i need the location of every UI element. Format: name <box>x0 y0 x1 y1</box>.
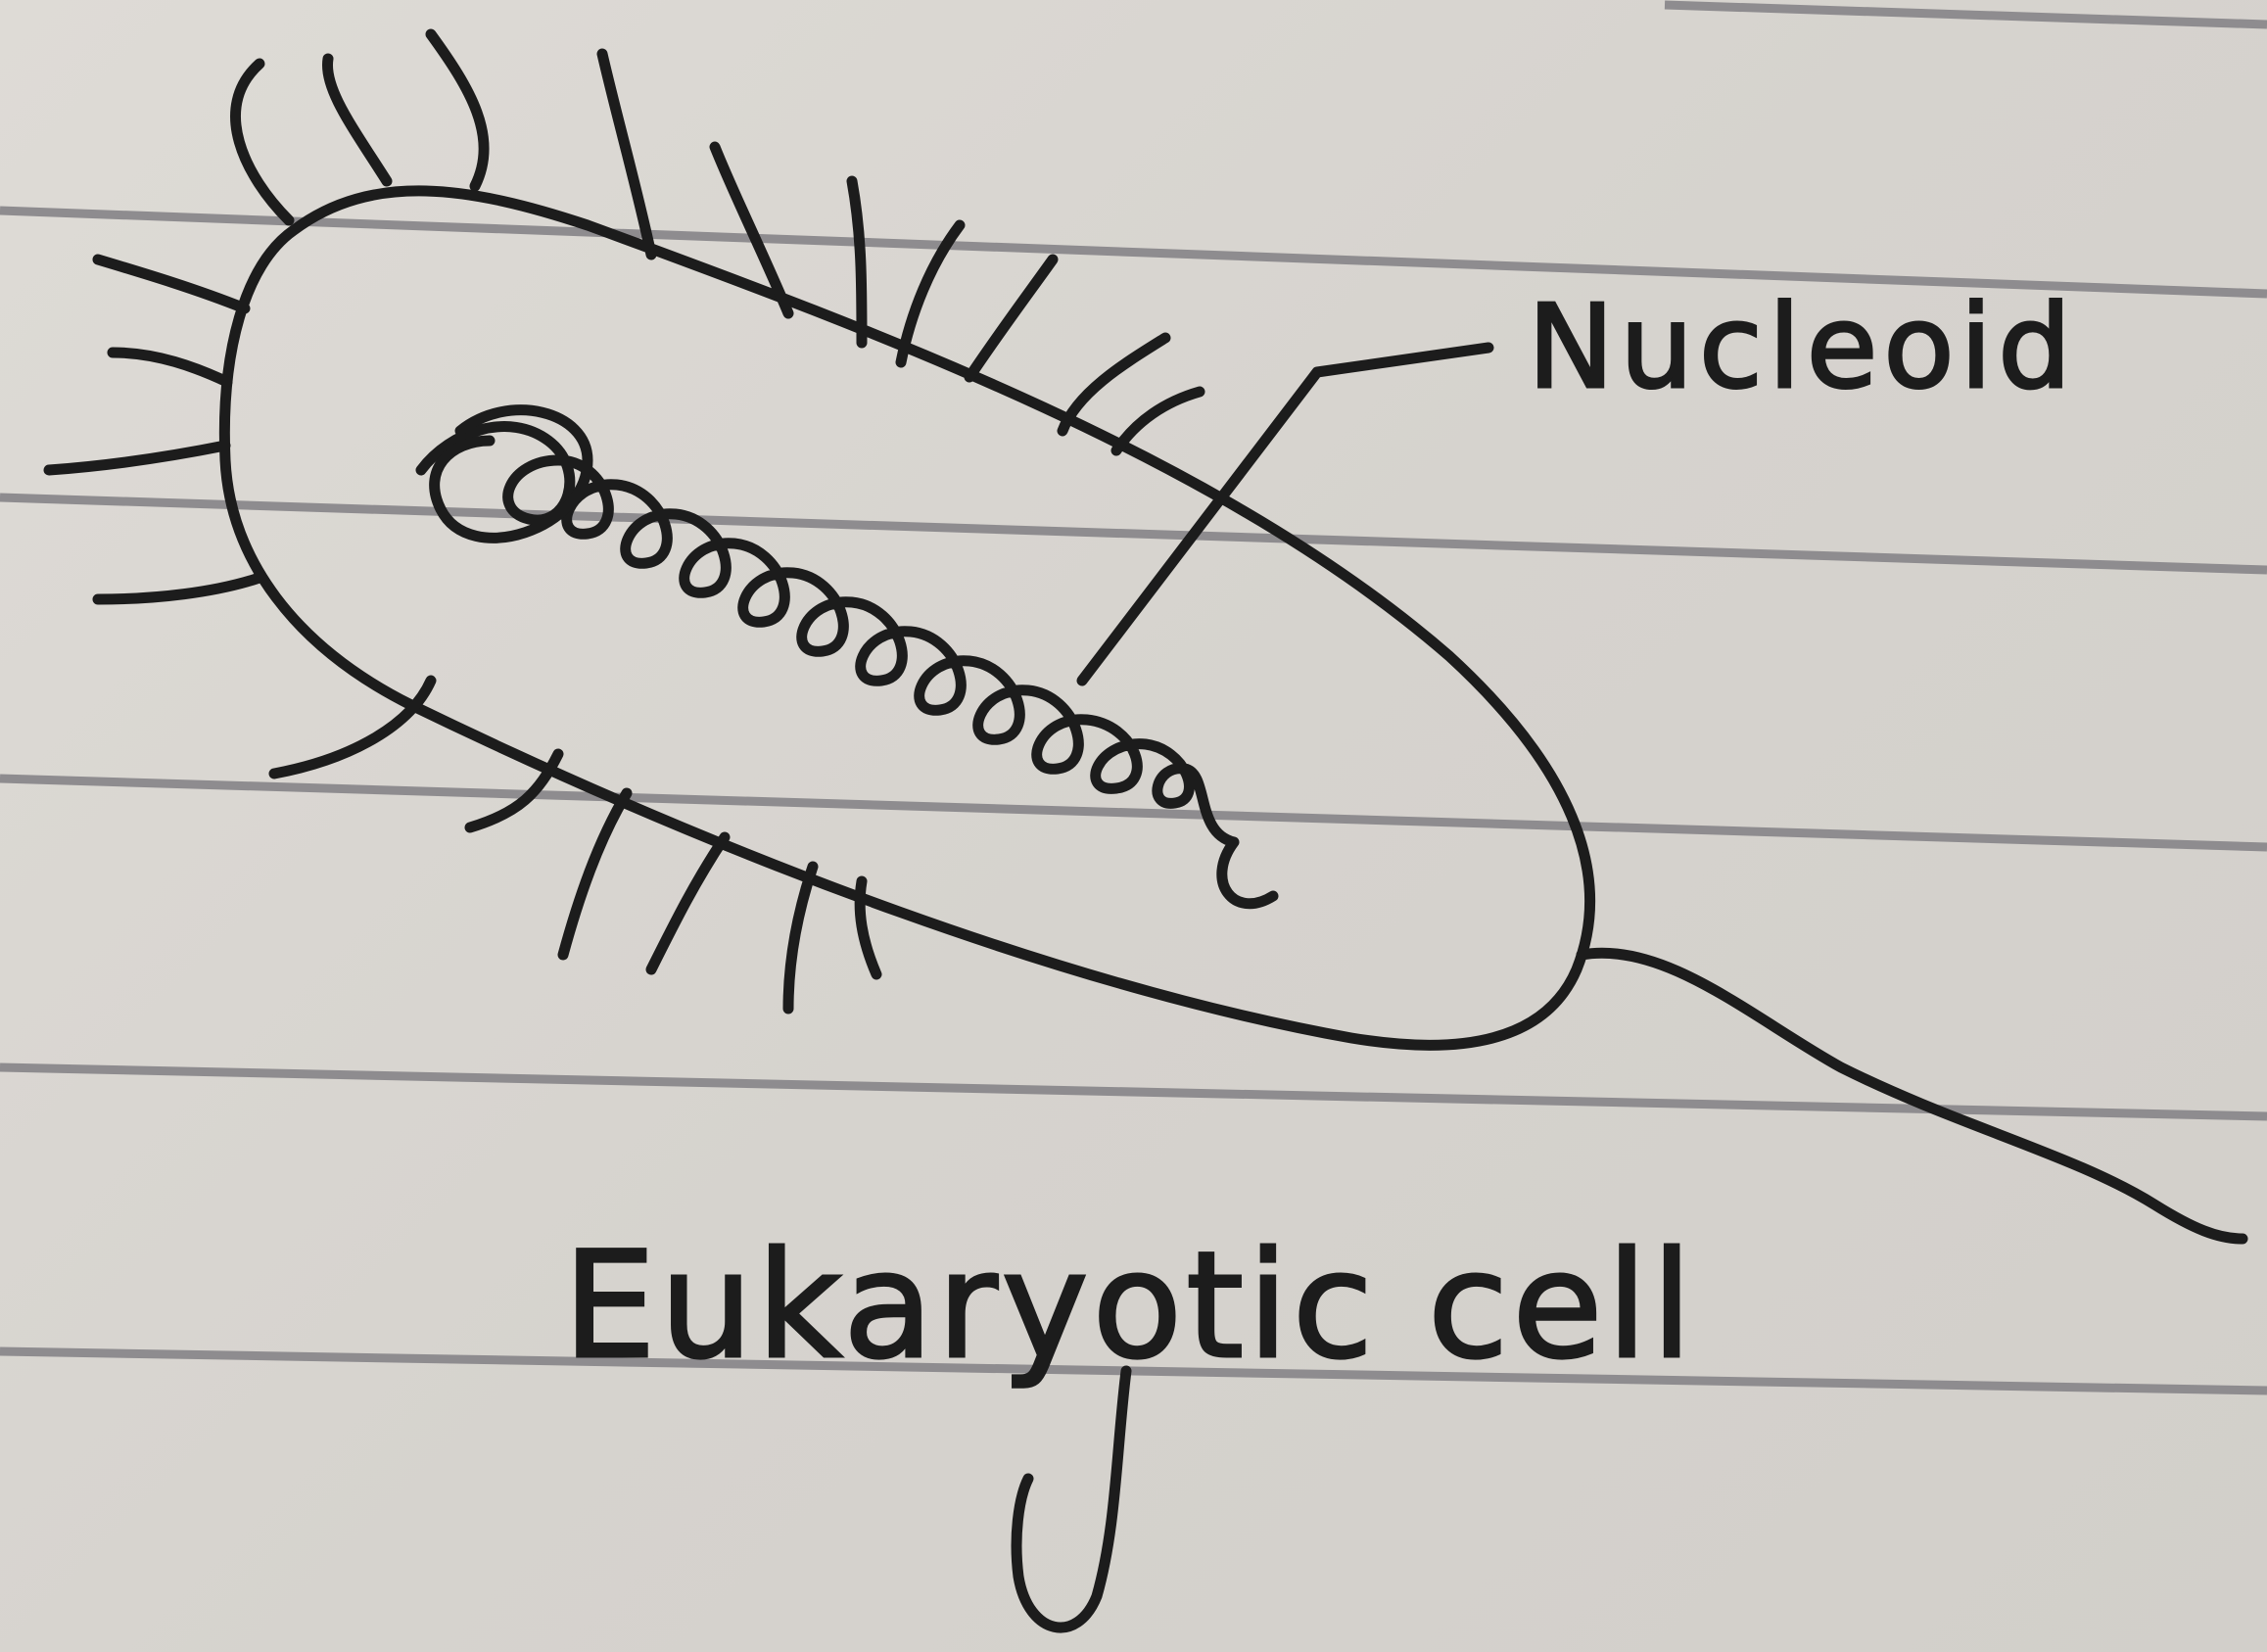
pilus <box>327 59 387 181</box>
ruled-lines <box>0 5 2267 1391</box>
pilus <box>969 260 1053 377</box>
rule-line <box>0 779 2267 847</box>
pilus <box>113 353 227 382</box>
diagram-title: Eukaryotic cell <box>563 1221 1696 1392</box>
pilus <box>1116 392 1200 450</box>
nucleoid-label: Nucleoid <box>1528 279 2077 414</box>
pilus <box>563 793 627 955</box>
flagellum <box>1582 953 2243 1239</box>
pilus <box>602 54 651 255</box>
pilus <box>852 181 862 343</box>
pilus <box>431 34 484 186</box>
pilus <box>49 446 225 470</box>
pilus <box>236 64 289 220</box>
pilus <box>651 837 725 969</box>
nucleoid-leader-line <box>1082 348 1488 681</box>
pilus <box>98 260 245 308</box>
rule-line <box>1665 5 2267 24</box>
pilus <box>98 578 260 599</box>
rule-line <box>0 497 2267 570</box>
nucleoid-dna <box>421 427 1273 904</box>
title-descender <box>1016 1371 1126 1628</box>
pilus <box>274 681 431 774</box>
pilus <box>788 867 813 1009</box>
